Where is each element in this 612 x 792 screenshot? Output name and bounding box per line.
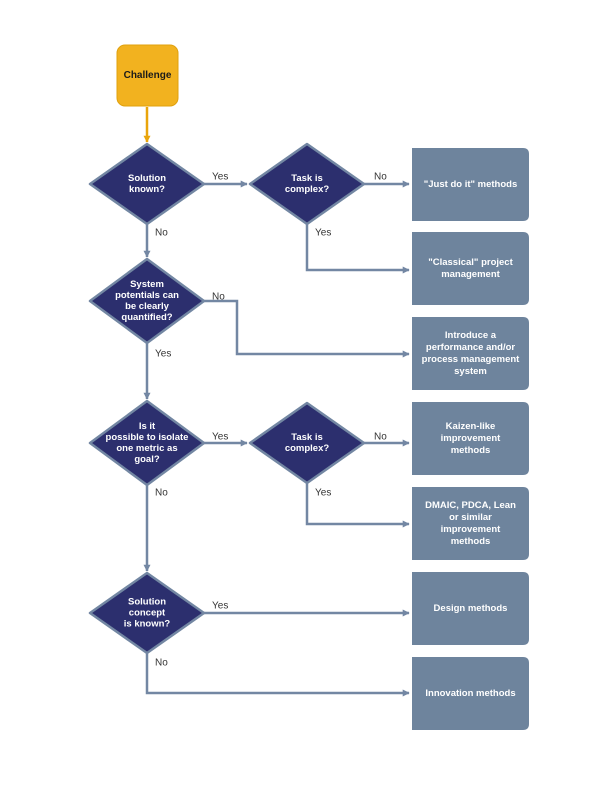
decision-label: goal? — [134, 454, 160, 465]
edge-label-task1-no: No — [374, 172, 387, 183]
decision-label: complex? — [285, 443, 330, 454]
decision-label: Is it — [139, 421, 156, 432]
edge-label-isolate-yes: Yes — [212, 432, 228, 443]
decision-label: concept — [129, 608, 166, 619]
outcome-label: improvement — [441, 433, 501, 444]
outcome-label: management — [441, 269, 500, 280]
edge-label-solution-known-no: No — [155, 228, 168, 239]
decision-diamond — [88, 142, 206, 226]
decision-label: Task is — [291, 173, 323, 184]
decision-label: Solution — [128, 173, 166, 184]
edge-label-isolate-no: No — [155, 488, 168, 499]
outcome-box — [412, 317, 529, 390]
decision-label: possible to isolate — [106, 432, 189, 443]
decision-diamond — [88, 571, 206, 655]
decision-label: potentials can — [115, 290, 179, 301]
decision-label: complex? — [285, 184, 330, 195]
outcome-label: Introduce a — [445, 330, 497, 341]
outcome-label: process management — [422, 354, 521, 365]
outcome-design: Design methods — [412, 572, 529, 645]
outcome-label: methods — [451, 445, 491, 456]
outcome-box — [412, 572, 529, 645]
decision-diamond — [248, 142, 366, 226]
edge-potentials-no — [204, 299, 410, 358]
outcome-label: methods — [451, 536, 491, 547]
outcome-label: Design methods — [434, 603, 508, 614]
outcome-box — [412, 148, 529, 221]
outcome-label: system — [454, 366, 487, 377]
decision-label: quantified? — [121, 312, 172, 323]
decision-diamond — [88, 399, 206, 487]
edge-label-potentials-yes: Yes — [155, 349, 171, 360]
edge-label-potentials-no: No — [212, 292, 225, 303]
edge-label-task2-yes: Yes — [315, 488, 331, 499]
decision-diamond — [88, 257, 206, 345]
edge-label-concept-yes: Yes — [212, 601, 228, 612]
decision-label: Task is — [291, 432, 323, 443]
decision-label: known? — [129, 184, 165, 195]
decision-label: System — [130, 279, 164, 290]
start-shape — [116, 44, 179, 107]
edge-task1-yes — [305, 224, 410, 274]
outcome-box — [412, 402, 529, 475]
outcome-box — [412, 487, 529, 560]
decision-label: is known? — [124, 619, 171, 630]
outcome-box — [412, 232, 529, 305]
decision-label: one metric as — [116, 443, 177, 454]
outcome-label: "Classical" project — [428, 257, 513, 268]
outcome-label: or similar — [449, 512, 492, 523]
outcome-label: improvement — [441, 524, 501, 535]
outcome-label: DMAIC, PDCA, Lean — [425, 500, 516, 511]
start-label: Challenge — [124, 70, 172, 81]
edge-label-solution-known-yes: Yes — [212, 172, 228, 183]
decision-label: be clearly — [125, 301, 170, 312]
edge-label-concept-no: No — [155, 658, 168, 669]
decision-diamond — [248, 401, 366, 485]
outcome-label: Innovation methods — [425, 688, 515, 699]
outcome-just-do-it: "Just do it" methods — [412, 148, 529, 221]
edge-label-task1-yes: Yes — [315, 228, 331, 239]
edge-label-task2-no: No — [374, 432, 387, 443]
outcome-label: "Just do it" methods — [424, 179, 517, 190]
edge-concept-no — [145, 653, 410, 697]
start-node-challenge: Challenge — [116, 44, 179, 107]
outcome-innovation: Innovation methods — [412, 657, 529, 730]
outcome-label: performance and/or — [426, 342, 516, 353]
decision-label: Solution — [128, 597, 166, 608]
outcome-box — [412, 657, 529, 730]
outcome-label: Kaizen-like — [446, 421, 496, 432]
edge-task2-yes — [305, 483, 410, 528]
